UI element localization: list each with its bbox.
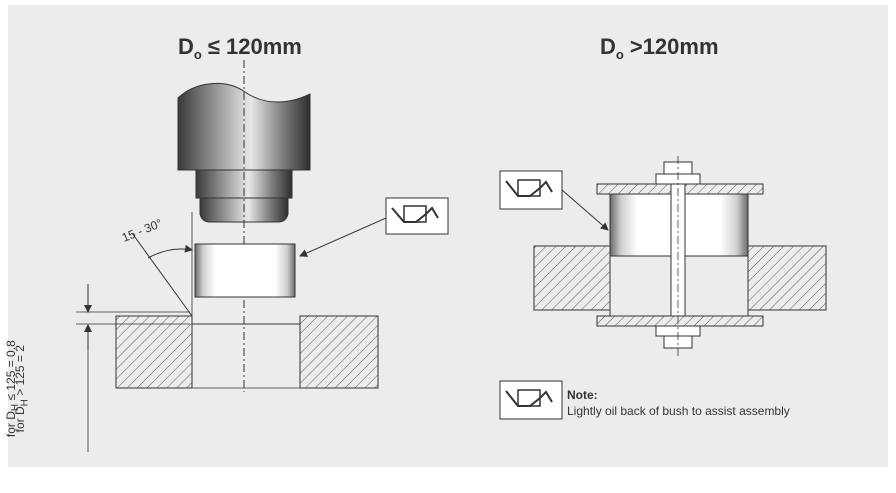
right-title-sub: o: [615, 47, 624, 62]
oil-can-icon: [385, 197, 449, 235]
angle-arc: [147, 244, 193, 259]
dimension-text-2: for DH > 125 = 2: [13, 345, 30, 432]
housing-left: [115, 315, 379, 389]
housing-right: [533, 245, 827, 311]
left-title-d: D: [178, 34, 194, 59]
note-oil-can-icon: [499, 380, 563, 420]
left-title: Do ≤ 120mm: [178, 34, 302, 62]
angle-label: 15 - 30°: [120, 216, 165, 245]
note-label: Note:: [567, 388, 598, 402]
dim2-sub: H: [19, 399, 31, 407]
oil-pointer-right: [561, 189, 609, 231]
right-title-rest: >120mm: [629, 34, 719, 59]
right-title-d: D: [600, 34, 616, 59]
oil-pointer-left: [299, 217, 387, 257]
right-title: Do >120mm: [600, 34, 719, 62]
note-text: Lightly oil back of bush to assist assem…: [567, 404, 790, 418]
bolt: [655, 156, 701, 356]
bottom-plate: [596, 315, 764, 327]
bush-left: [194, 243, 296, 298]
oil-can-icon-right: [499, 170, 563, 210]
dim2-prefix: for D: [12, 406, 27, 433]
dimension-marker: [76, 284, 190, 452]
dim2-rest: > 125 = 2: [12, 345, 27, 400]
left-title-rest: ≤ 120mm: [207, 34, 302, 59]
chamfer-line: [131, 232, 193, 317]
left-title-sub: o: [193, 47, 202, 62]
